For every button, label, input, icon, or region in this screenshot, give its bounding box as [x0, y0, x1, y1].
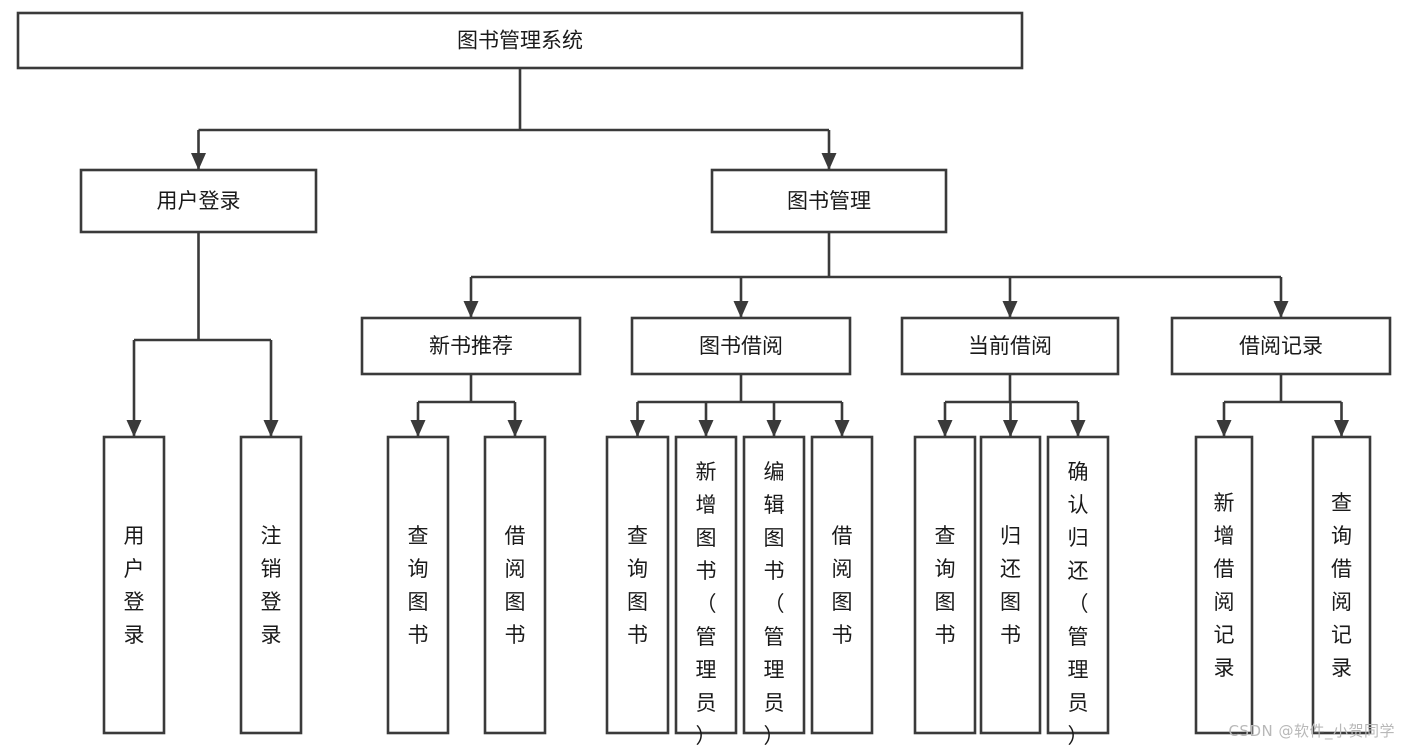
node-label: 新增图书（管理员）: [696, 460, 717, 747]
node-current-borrow[interactable]: 当前借阅: [900, 316, 1120, 376]
node-box[interactable]: [1170, 316, 1392, 376]
node-label: 编辑图书（管理员）: [764, 460, 785, 747]
node-label: 图书管理: [787, 189, 871, 213]
node-leaf-add-book[interactable]: 新增图书（管理员）: [674, 435, 738, 747]
edge-arrowhead: [834, 420, 850, 437]
node-label: 新增借阅记录: [1214, 491, 1235, 680]
node-box[interactable]: [810, 435, 874, 735]
edge-arrowhead: [821, 153, 837, 170]
edge-group-book-manage: [463, 232, 1289, 318]
node-root-system[interactable]: 图书管理系统: [16, 11, 1024, 70]
node-label: 确认归还（管理员）: [1068, 460, 1089, 747]
node-label: 查询图书: [408, 524, 429, 647]
nodes-layer: 图书管理系统用户登录图书管理新书推荐图书借阅当前借阅借阅记录用户登录注销登录查询…: [16, 11, 1392, 747]
node-box[interactable]: [79, 168, 318, 234]
node-book-borrow[interactable]: 图书借阅: [630, 316, 852, 376]
node-label: 借阅记录: [1239, 334, 1323, 358]
node-label: 查询图书: [935, 524, 956, 647]
node-box[interactable]: [1046, 435, 1110, 735]
node-new-book-recommend[interactable]: 新书推荐: [360, 316, 582, 376]
node-label: 用户登录: [124, 524, 145, 647]
edges-layer: [126, 68, 1349, 437]
node-box[interactable]: [605, 435, 670, 735]
node-box[interactable]: [16, 11, 1024, 70]
edge-arrowhead: [630, 420, 645, 437]
node-label: 注销登录: [261, 524, 282, 647]
node-box[interactable]: [979, 435, 1042, 735]
node-leaf-borrow-book-2[interactable]: 借阅图书: [810, 435, 874, 735]
edge-arrowhead: [937, 420, 953, 437]
node-leaf-query-book-3[interactable]: 查询图书: [913, 435, 977, 735]
edge-arrowhead: [1002, 301, 1018, 318]
edge-arrowhead: [263, 420, 279, 437]
node-box[interactable]: [900, 316, 1120, 376]
node-box[interactable]: [710, 168, 948, 234]
node-label: 当前借阅: [968, 334, 1052, 358]
node-borrow-record[interactable]: 借阅记录: [1170, 316, 1392, 376]
node-label: 查询借阅记录: [1331, 491, 1352, 680]
node-box[interactable]: [102, 435, 166, 735]
edge-arrowhead: [733, 301, 749, 318]
node-label: 图书借阅: [699, 334, 783, 358]
node-box[interactable]: [742, 435, 806, 735]
edge-arrowhead: [191, 153, 206, 170]
node-label: 图书管理系统: [457, 29, 583, 53]
node-box[interactable]: [1194, 435, 1254, 735]
node-leaf-borrow-book-1[interactable]: 借阅图书: [483, 435, 547, 735]
node-leaf-logout[interactable]: 注销登录: [239, 435, 303, 735]
node-label: 借阅图书: [832, 524, 853, 647]
node-leaf-confirm-return[interactable]: 确认归还（管理员）: [1046, 435, 1110, 747]
edge-group-root: [191, 68, 837, 170]
node-leaf-query-book-1[interactable]: 查询图书: [386, 435, 450, 735]
node-box[interactable]: [386, 435, 450, 735]
edge-arrowhead: [698, 420, 714, 437]
edge-arrowhead: [507, 420, 523, 437]
node-label: 借阅图书: [505, 524, 526, 647]
node-leaf-add-record[interactable]: 新增借阅记录: [1194, 435, 1254, 735]
node-label: 归还图书: [1000, 524, 1021, 647]
edge-group-book-borrow: [630, 374, 850, 437]
node-leaf-query-book-2[interactable]: 查询图书: [605, 435, 670, 735]
node-label: 新书推荐: [429, 334, 513, 358]
edge-arrowhead: [1070, 420, 1086, 437]
node-leaf-query-record[interactable]: 查询借阅记录: [1311, 435, 1372, 735]
node-leaf-edit-book[interactable]: 编辑图书（管理员）: [742, 435, 806, 747]
node-label: 用户登录: [157, 189, 241, 213]
edge-arrowhead: [126, 420, 142, 437]
edge-arrowhead: [1003, 420, 1018, 437]
node-user-login[interactable]: 用户登录: [79, 168, 318, 234]
edge-group-user-login: [126, 232, 279, 437]
edge-arrowhead: [410, 420, 426, 437]
edge-group-new-book-recommend: [410, 374, 523, 437]
edge-arrowhead: [1216, 420, 1232, 437]
edge-group-current-borrow: [937, 374, 1086, 437]
edge-arrowhead: [463, 301, 479, 318]
node-box[interactable]: [360, 316, 582, 376]
node-box[interactable]: [674, 435, 738, 735]
watermark-text: CSDN @软件_小贺同学: [1228, 722, 1395, 740]
node-leaf-return-book[interactable]: 归还图书: [979, 435, 1042, 735]
edge-group-borrow-record: [1216, 374, 1349, 437]
edge-arrowhead: [766, 420, 782, 437]
node-label: 查询图书: [627, 524, 648, 647]
node-box[interactable]: [239, 435, 303, 735]
edge-arrowhead: [1273, 301, 1289, 318]
node-box[interactable]: [913, 435, 977, 735]
node-box[interactable]: [483, 435, 547, 735]
node-box[interactable]: [1311, 435, 1372, 735]
node-leaf-user-login[interactable]: 用户登录: [102, 435, 166, 735]
node-box[interactable]: [630, 316, 852, 376]
edge-arrowhead: [1334, 420, 1349, 437]
node-book-manage[interactable]: 图书管理: [710, 168, 948, 234]
